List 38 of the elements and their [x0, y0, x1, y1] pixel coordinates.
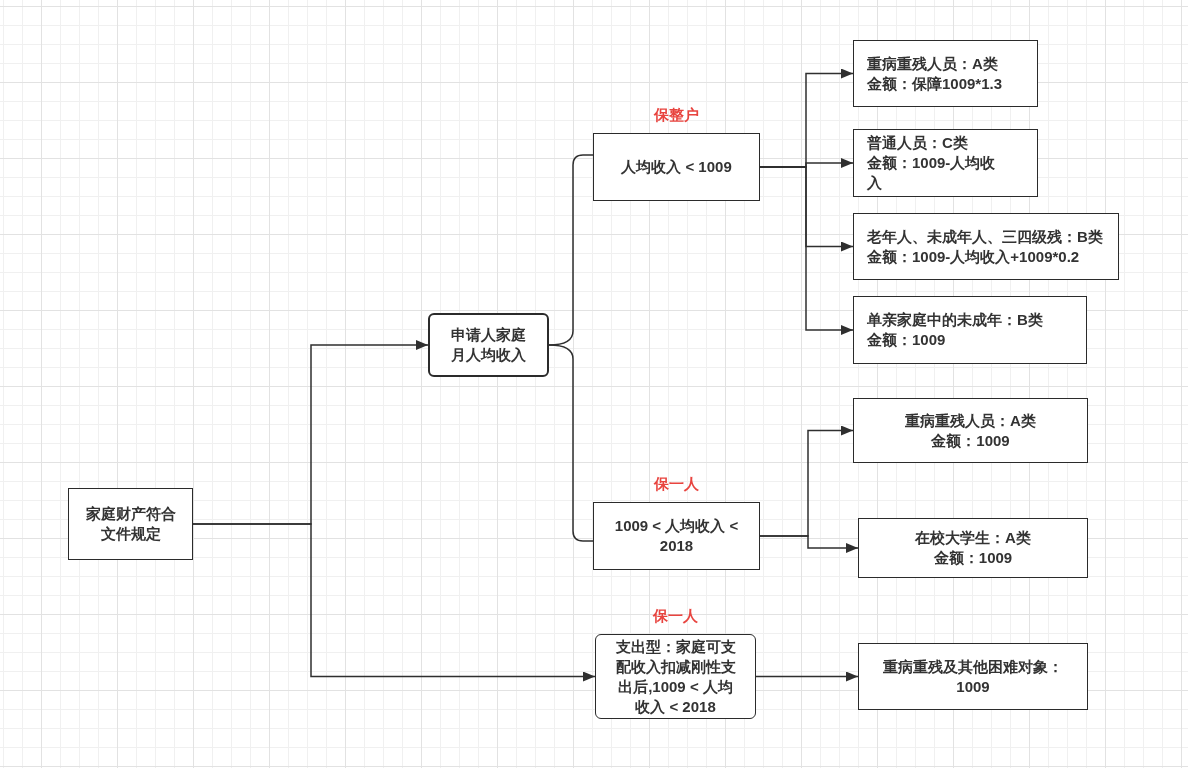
- arrow: [755, 671, 859, 682]
- node-text: 重病重残人员：A类: [905, 410, 1036, 431]
- node-text: 单亲家庭中的未成年：B类: [867, 310, 1043, 330]
- process-box: [428, 313, 549, 377]
- node-text: 支出型：家庭可支配收入扣减刚性支出后,1009 < 人均收入 < 2018: [614, 636, 737, 717]
- node-text: 金额：1009: [933, 548, 1013, 568]
- process-box: [853, 213, 1119, 280]
- node-text: 金额：1009: [931, 430, 1010, 451]
- node-text: 1009 < 人均收入 < 2018: [613, 516, 740, 556]
- node-text: 金额：1009-人均收入: [867, 153, 997, 193]
- process-box: [853, 129, 1038, 197]
- node-text: 重病重残人员：A类: [867, 53, 998, 74]
- process-box: [853, 40, 1038, 107]
- node-text: 普通人员：C类: [867, 133, 968, 153]
- process-box: [858, 518, 1088, 578]
- node-text: 金额：1009-人均收入+1009*0.2: [867, 246, 1080, 267]
- node-caption: 保一人: [654, 474, 699, 494]
- node-text: 金额：保障1009*1.3: [867, 73, 1003, 94]
- process-box: [853, 398, 1088, 463]
- arrow: [759, 166, 854, 335]
- node-caption: 保整户: [654, 105, 699, 125]
- process-box: [853, 296, 1087, 364]
- arrow: [192, 523, 596, 682]
- arrow: [759, 535, 859, 553]
- node-text: 重病重残及其他困难对象：1009: [882, 656, 1064, 697]
- curly-brace: [548, 344, 594, 542]
- process-box: [595, 634, 756, 719]
- node-caption: 保一人: [653, 606, 698, 626]
- node-text: 金额：1009: [867, 330, 946, 350]
- node-text: 人均收入 < 1009: [621, 157, 732, 177]
- node-text: 申请人家庭月人均收入: [450, 325, 527, 365]
- process-box: [68, 488, 193, 560]
- process-box: [858, 643, 1088, 710]
- process-box: [593, 502, 760, 570]
- process-box: [593, 133, 760, 201]
- node-text: 家庭财产符合文件规定: [84, 504, 177, 544]
- node-text: 老年人、未成年人、三四级残：B类: [867, 226, 1103, 247]
- node-text: 在校大学生：A类: [915, 528, 1031, 548]
